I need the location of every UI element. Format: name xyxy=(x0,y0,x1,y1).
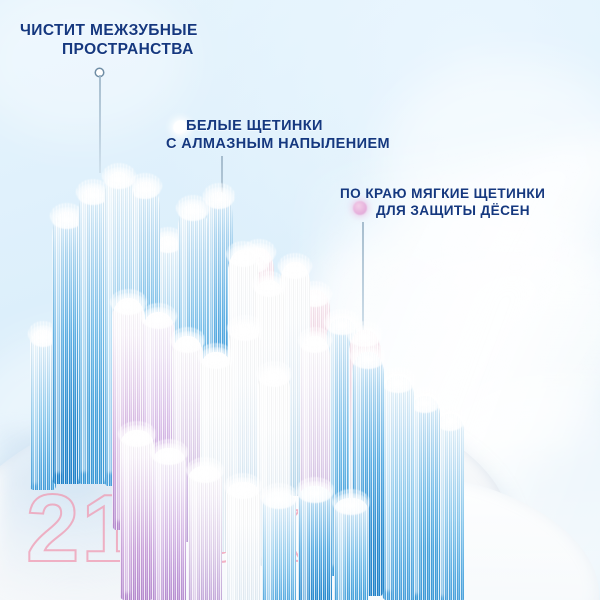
callout-2-line-2: С АЛМАЗНЫМ НАПЫЛЕНИЕМ xyxy=(166,135,390,152)
callout-1-leader-line xyxy=(99,75,101,173)
callout-2-label: БЕЛЫЕ ЩЕТИНКИ С АЛМАЗНЫМ НАПЫЛЕНИЕМ xyxy=(166,118,390,153)
callout-3-pink-dot-marker xyxy=(353,201,367,215)
callout-2-white-dot-marker xyxy=(173,120,188,135)
background-wisp xyxy=(0,0,190,140)
brush-head-highlight xyxy=(60,420,360,490)
callout-3-line-2: ДЛЯ ЗАЩИТЫ ДЁСЕН xyxy=(376,202,530,218)
callout-3-leader-line xyxy=(362,222,364,342)
callout-1-line-2: ПРОСТРАНСТВА xyxy=(62,40,194,58)
callout-1-label: ЧИСТИТ МЕЖЗУБНЫЕ ПРОСТРАНСТВА xyxy=(20,22,198,60)
callout-1-dot xyxy=(96,69,103,76)
callout-3-label: ПО КРАЮ МЯГКИЕ ЩЕТИНКИ ДЛЯ ЗАЩИТЫ ДЁСЕН xyxy=(340,186,545,219)
callout-2-leader-line xyxy=(221,156,223,271)
callout-2-line-1: БЕЛЫЕ ЩЕТИНКИ xyxy=(186,118,323,134)
callout-3-line-1: ПО КРАЮ МЯГКИЕ ЩЕТИНКИ xyxy=(340,186,546,201)
callout-1-line-1: ЧИСТИТ МЕЖЗУБНЫЕ xyxy=(20,22,198,39)
